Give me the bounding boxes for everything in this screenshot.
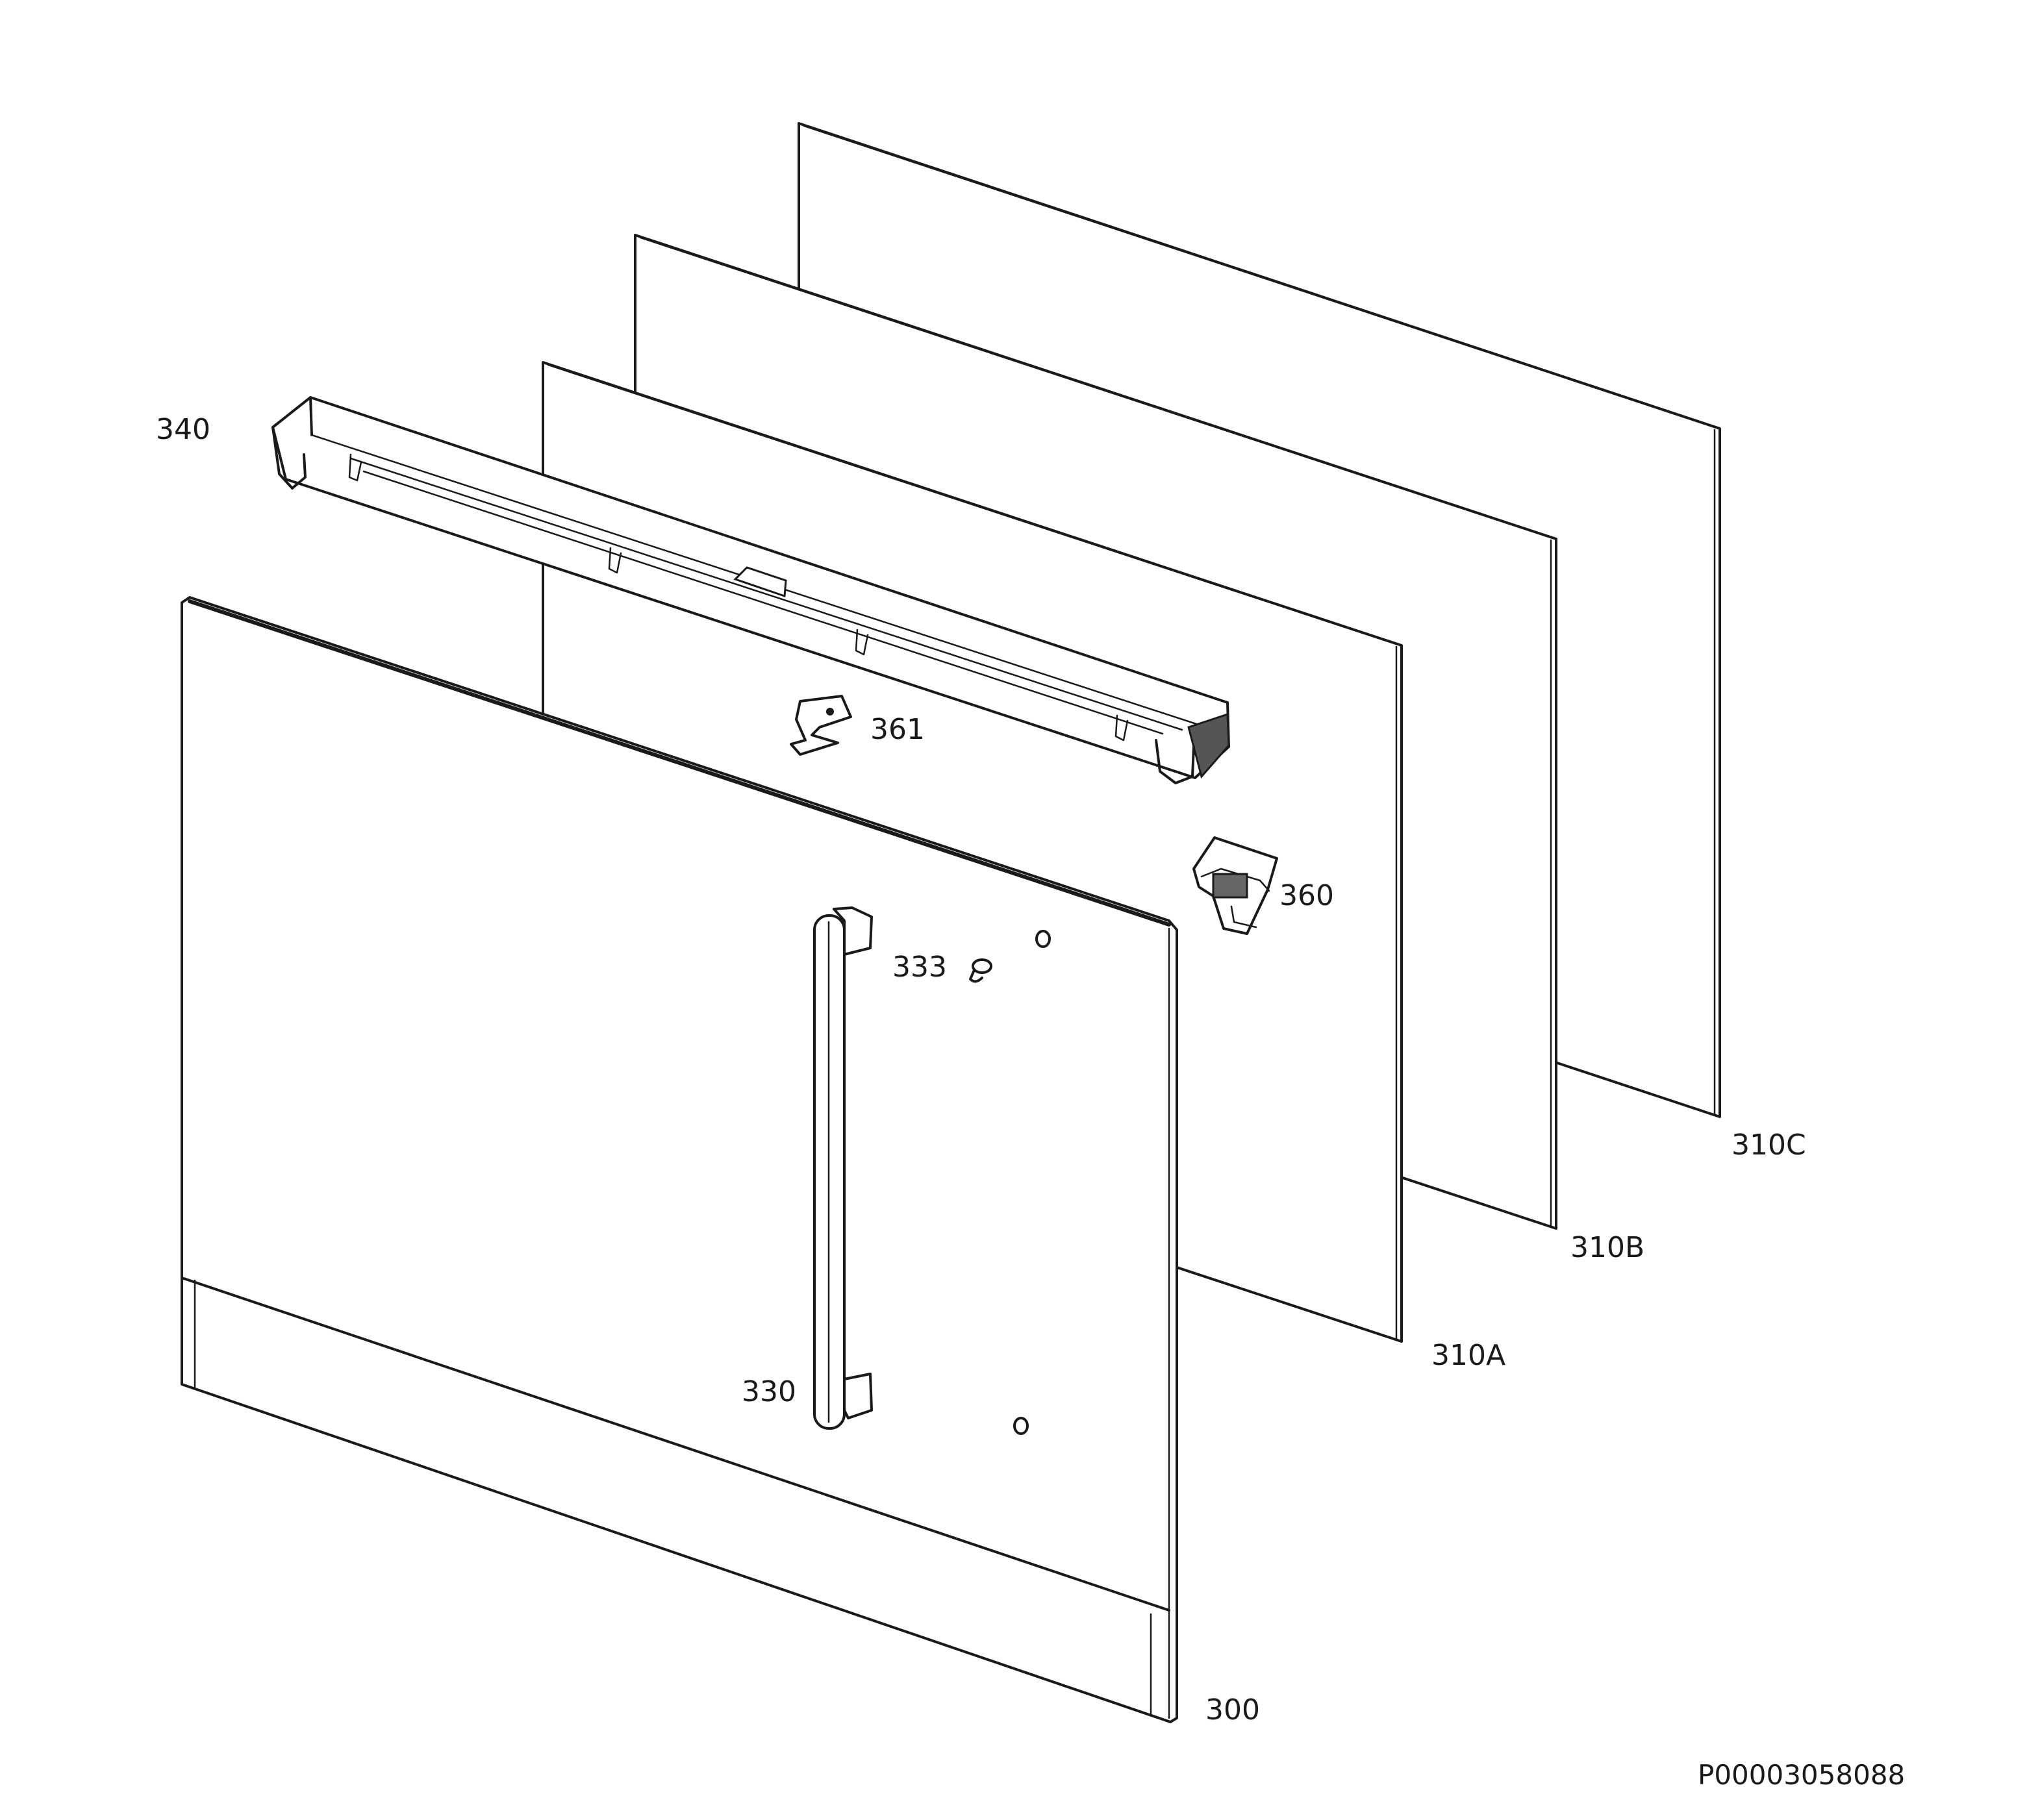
door-handle-330 [813,906,873,1430]
label-300: 300 [1205,1693,1260,1727]
top-trim-340 [271,396,1230,784]
mounting-hole-lower [1013,1417,1029,1435]
reference-code: P00003058088 [1698,1759,1905,1791]
label-333: 333 [892,951,947,984]
bracket-361 [790,695,852,756]
label-361: 361 [870,713,925,746]
label-310C: 310C [1731,1128,1806,1162]
label-310B: 310B [1570,1231,1644,1264]
front-door-panel-300 [181,596,1178,1723]
label-330: 330 [742,1375,796,1408]
mounting-hole-upper [1035,930,1051,948]
label-360: 360 [1279,879,1334,912]
hinge-cover-360 [1192,836,1278,935]
screw-333 [969,958,992,983]
label-310A: 310A [1431,1339,1505,1372]
label-340: 340 [156,413,210,446]
